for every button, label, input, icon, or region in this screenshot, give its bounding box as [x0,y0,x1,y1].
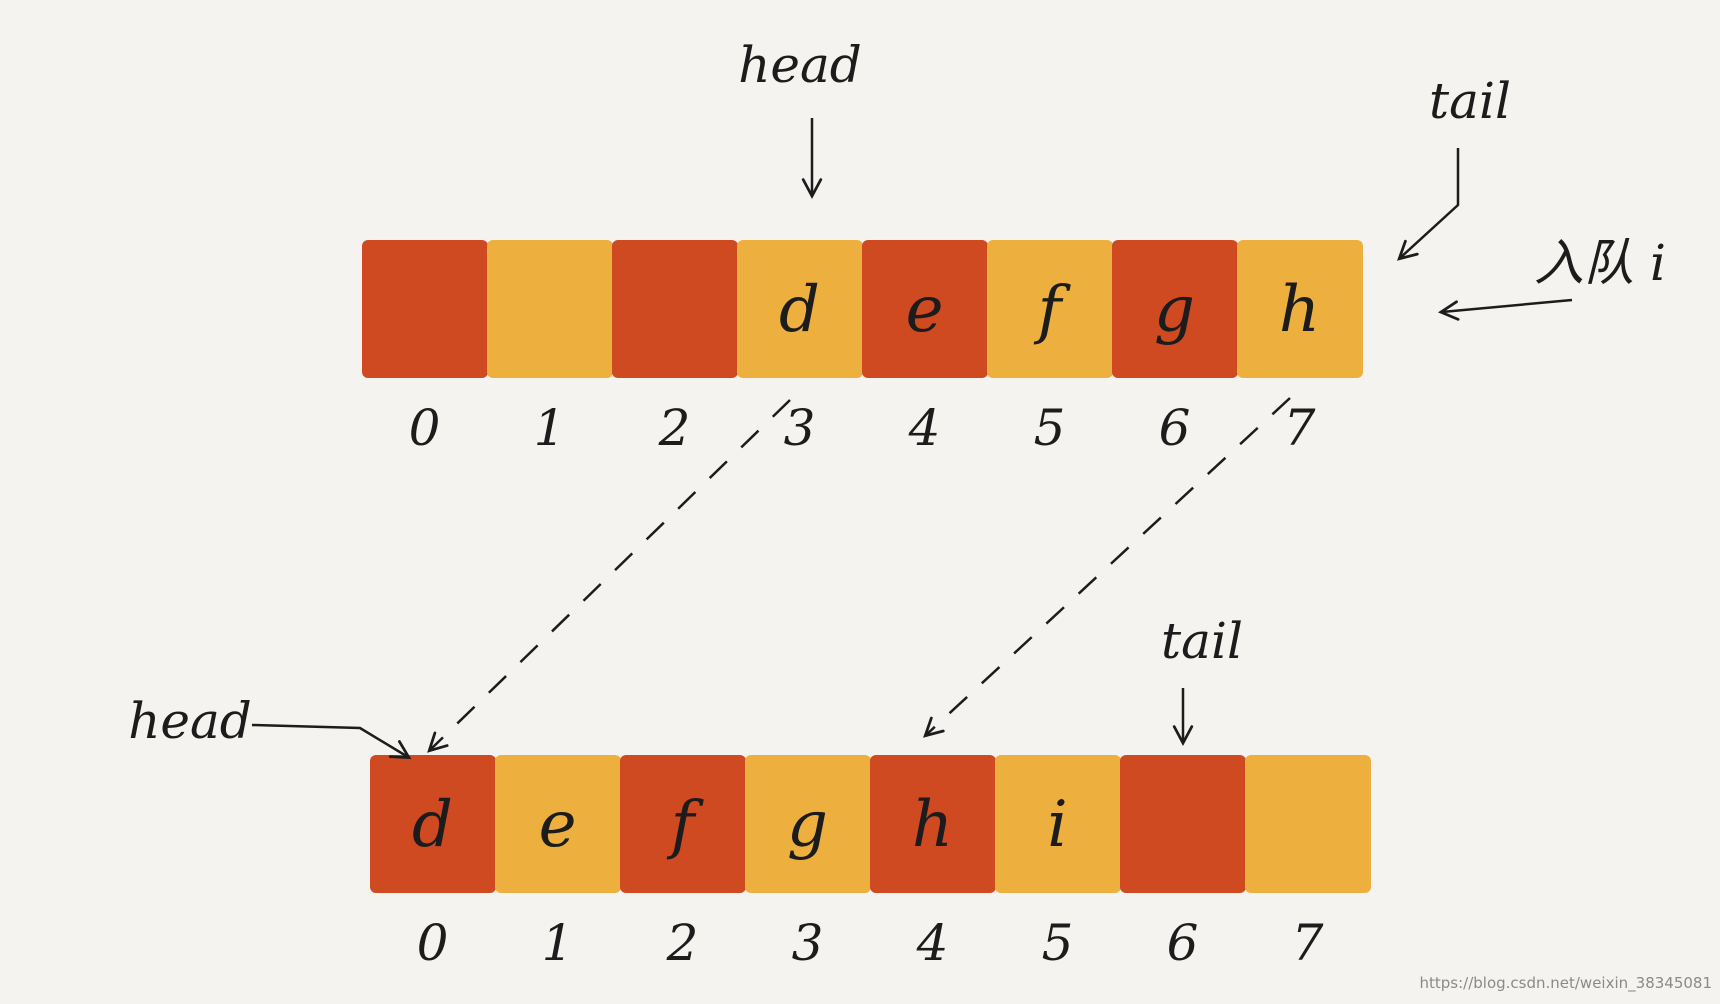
top-cell [362,240,488,378]
bottom-cell-value: i [1047,788,1067,862]
bottom-cell [1120,755,1246,893]
enqueue-label: 入队 i [1534,234,1666,292]
bottom-index: 5 [1042,914,1074,972]
bottom-tail-label: tail [1161,612,1243,670]
top-cell: g [1112,240,1238,378]
top-cell: h [1237,240,1363,378]
top-cell-box [1112,240,1238,378]
top-cell-box [487,240,613,378]
bottom-array-indices: 0 1 2 3 4 5 6 7 [417,914,1324,972]
top-cell-box [987,240,1113,378]
top-index: 2 [658,399,691,457]
top-cell [487,240,613,378]
migration-arrow-tail-segment [923,397,1291,738]
top-tail-arrow [1397,148,1460,261]
top-index: 6 [1159,399,1191,457]
bottom-cell: g [745,755,871,893]
bottom-index: 3 [792,914,824,972]
bottom-head-arrow [251,723,412,760]
top-index: 5 [1034,399,1066,457]
bottom-cell: f [620,755,746,893]
top-head-label: head [738,36,862,94]
bottom-cell-box [1245,755,1371,893]
enqueue-arrow [1437,298,1573,321]
bottom-index: 6 [1167,914,1199,972]
top-cell: f [987,240,1113,378]
bottom-cell: d [370,755,496,893]
bottom-cell [1245,755,1371,893]
top-tail-label: tail [1429,72,1511,130]
top-cell-box [862,240,988,378]
top-cell-box [362,240,488,378]
migration-arrow-head-segment [427,399,791,753]
top-cell-value: g [1154,273,1195,347]
bottom-cell-value: g [787,788,828,862]
bottom-head-label: head [128,692,252,750]
top-cell-box [612,240,738,378]
bottom-cell-box [620,755,746,893]
bottom-index: 2 [666,914,699,972]
top-index: 7 [1284,399,1316,457]
top-index: 4 [908,399,941,457]
top-cell-value: h [1279,273,1320,347]
top-cell: e [862,240,988,378]
bottom-index: 7 [1292,914,1324,972]
top-cell [612,240,738,378]
bottom-cell-value: h [912,788,953,862]
bottom-cell: e [495,755,621,893]
bottom-cell-value: d [412,788,453,862]
bottom-cell-box [495,755,621,893]
bottom-cell-box [995,755,1121,893]
top-cell-box [1237,240,1363,378]
bottom-cell-box [745,755,871,893]
top-index: 1 [534,399,566,457]
bottom-cell-box [1120,755,1246,893]
top-index: 0 [409,399,441,457]
top-cell-value: d [779,273,820,347]
top-cell: d [737,240,863,378]
bottom-cell-value: e [539,788,577,862]
bottom-cell-box [370,755,496,893]
bottom-index: 4 [916,914,949,972]
bottom-cell: h [870,755,996,893]
top-index: 3 [784,399,816,457]
top-cell-box [737,240,863,378]
bottom-index: 0 [417,914,449,972]
watermark: https://blog.csdn.net/weixin_38345081 [1419,974,1712,993]
top-cell-value: e [906,273,944,347]
bottom-cell-box [870,755,996,893]
bottom-cell: i [995,755,1121,893]
top-array-indices: 0 1 2 3 4 5 6 7 [409,399,1316,457]
bottom-index: 1 [542,914,574,972]
